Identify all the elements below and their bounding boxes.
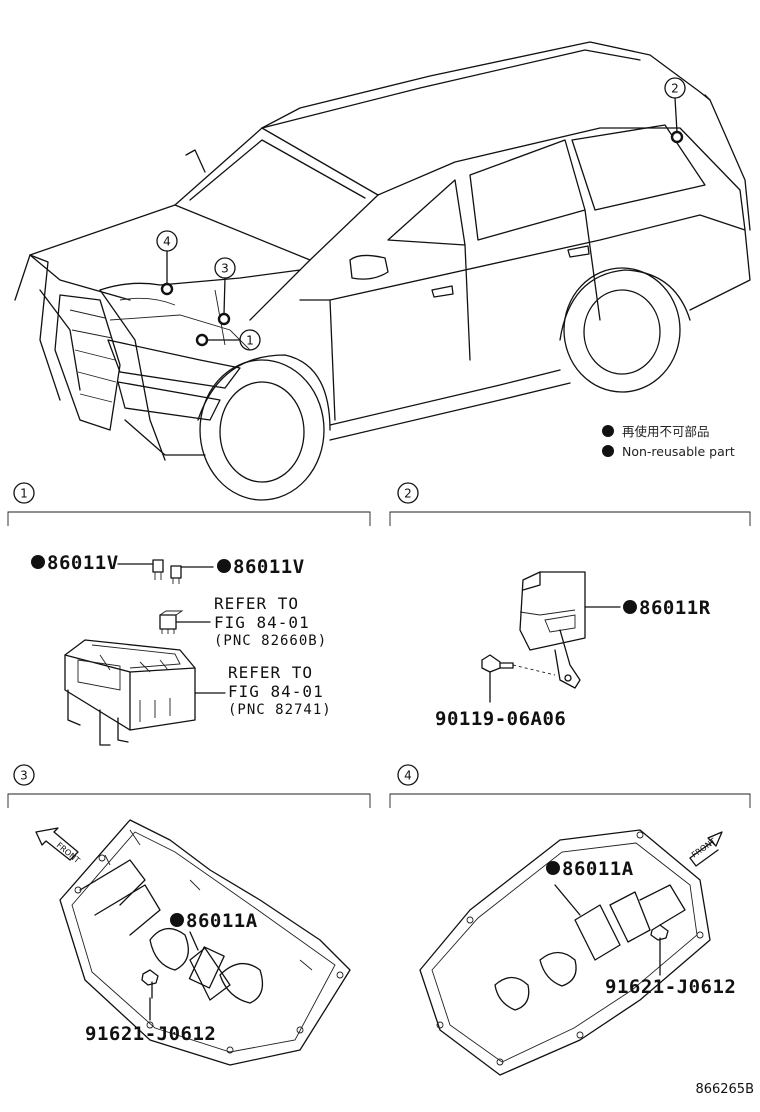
- non-reusable-marker-icon: [623, 600, 637, 614]
- callout-3[interactable]: 3: [214, 257, 236, 326]
- legend: 再使用不可部品 Non-reusable part: [602, 424, 735, 459]
- cylinder-head-cover-left: [59, 819, 351, 1066]
- non-reusable-marker-icon: [602, 425, 614, 437]
- callout-1[interactable]: 1: [195, 329, 261, 351]
- label-text: 4: [163, 235, 171, 249]
- section-2: 2 86011R 90119-06A06: [389, 482, 751, 730]
- label-text: 2: [671, 82, 679, 96]
- junction-block-icon: [64, 639, 196, 746]
- section-3: 3 FRONT 86011A: [7, 764, 371, 1066]
- part-label-86011R: 86011R: [639, 597, 711, 619]
- section-4: 4 FRONT 86011A 91621-J061: [389, 764, 751, 1076]
- figure-id: 866265B: [695, 1082, 754, 1097]
- label-text: 1: [246, 334, 254, 348]
- bolt-icon: [481, 654, 514, 673]
- cylinder-head-cover-right: [419, 829, 711, 1076]
- label-text: FIG 84-01: [228, 682, 324, 701]
- callout-4[interactable]: 4: [156, 230, 178, 296]
- legend-japanese: 再使用不可部品: [622, 424, 710, 439]
- part-label-91621-J0612-left: 91621-J0612: [85, 1023, 216, 1045]
- vehicle-callouts: 4 3 1 2: [156, 77, 686, 351]
- bolt-icon: [141, 969, 159, 999]
- non-reusable-marker-icon: [31, 555, 45, 569]
- label-text: REFER TO: [228, 663, 313, 682]
- non-reusable-marker-icon: [602, 445, 614, 457]
- label-text: FIG 84-01: [214, 613, 310, 632]
- part-label-90119-06A06: 90119-06A06: [435, 708, 566, 730]
- label-text: (PNC 82741): [228, 702, 332, 718]
- label-text: 2: [404, 487, 412, 501]
- label-text: REFER TO: [214, 594, 299, 613]
- callout-2[interactable]: 2: [664, 77, 686, 144]
- front-arrow-icon: FRONT: [689, 831, 723, 867]
- label-text: 4: [404, 769, 412, 783]
- fuse-icon: [152, 559, 182, 584]
- label-text: 1: [20, 487, 28, 501]
- label-text: (PNC 82660B): [214, 633, 327, 649]
- label-text: FRONT: [690, 837, 718, 860]
- label-text: 3: [20, 769, 28, 783]
- part-label-86011V-right: 86011V: [233, 556, 305, 578]
- legend-english: Non-reusable part: [622, 444, 735, 459]
- section-1: 1 86011V 86011V REFER TO FIG 84-01 (PNC …: [7, 482, 371, 746]
- front-arrow-icon: FRONT: [35, 827, 82, 865]
- bolt-icon: [650, 924, 669, 966]
- part-label-86011A-right: 86011A: [562, 858, 634, 880]
- sensor-module-icon: [519, 571, 586, 689]
- non-reusable-marker-icon: [217, 559, 231, 573]
- ignition-coil-icon: [188, 946, 225, 989]
- label-text: 3: [221, 262, 229, 276]
- part-label-86011V-left: 86011V: [47, 552, 119, 574]
- non-reusable-marker-icon: [546, 861, 560, 875]
- part-label-86011A-left: 86011A: [186, 910, 258, 932]
- non-reusable-marker-icon: [170, 913, 184, 927]
- part-label-91621-J0612-right: 91621-J0612: [605, 976, 736, 998]
